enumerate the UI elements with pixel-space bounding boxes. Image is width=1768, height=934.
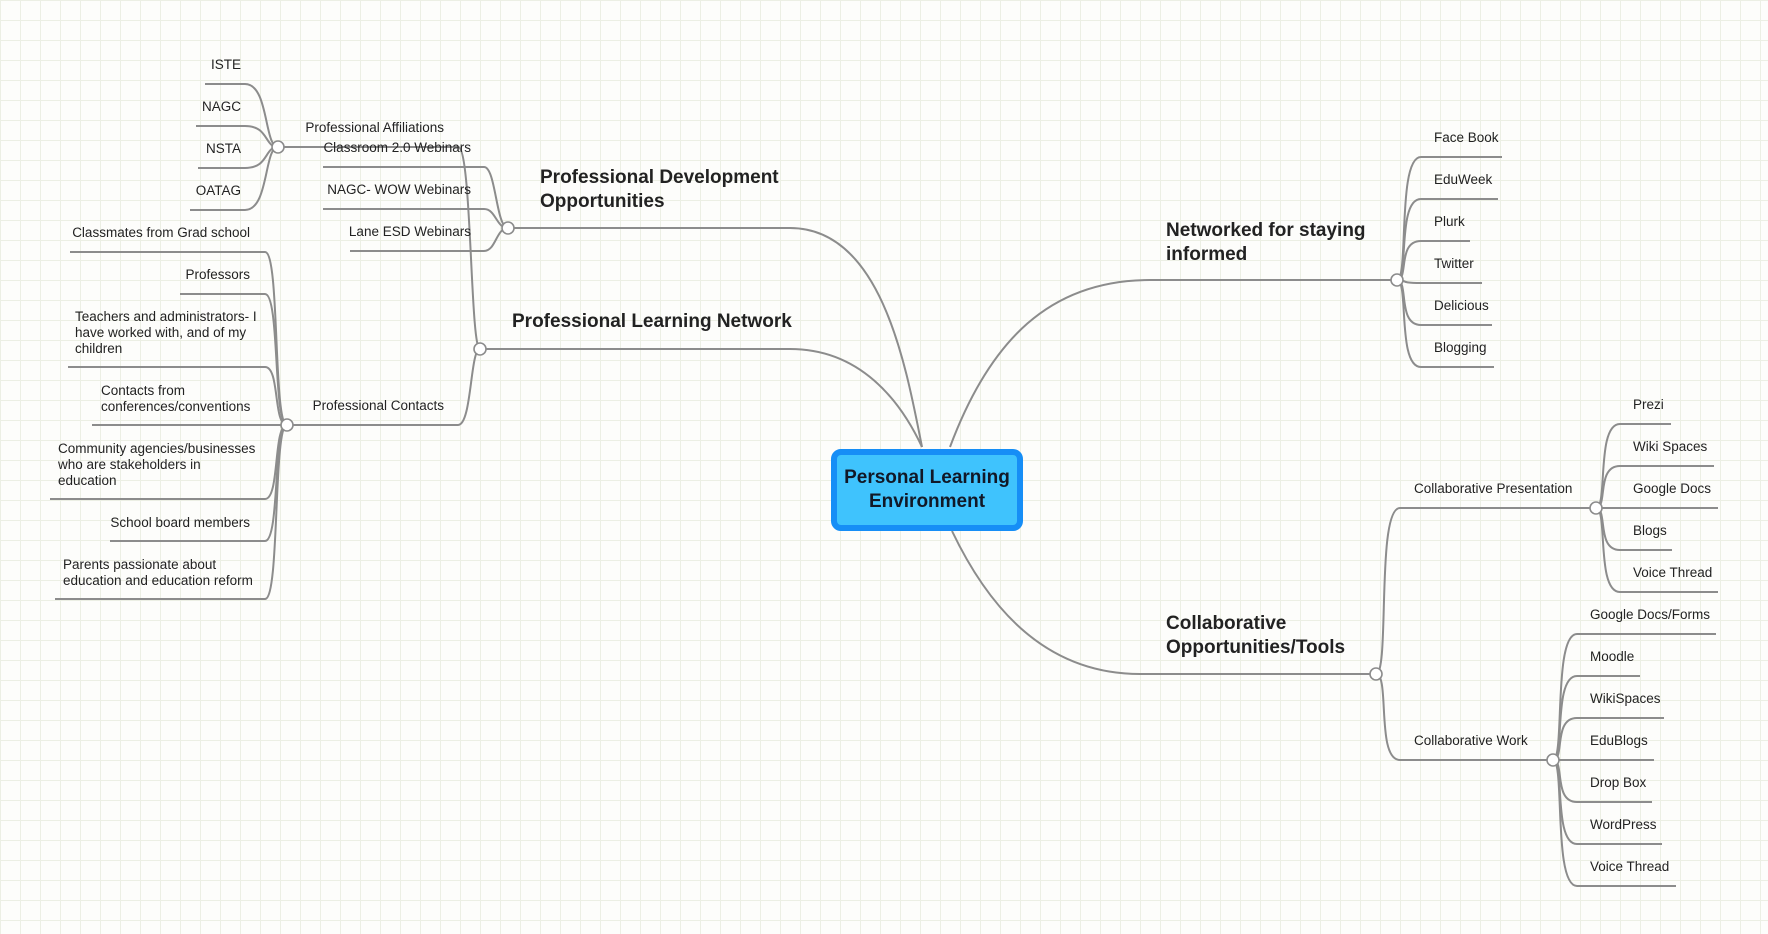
connector-contacts-professors (180, 293, 288, 426)
connector-net-twitter (1396, 279, 1482, 284)
collapse-knob-work[interactable] (1546, 753, 1560, 767)
leaf-school-board[interactable]: School board members (110, 515, 250, 530)
sub-branch-collaborative-work[interactable]: Collaborative Work (1414, 733, 1528, 748)
leaf-wiki-spaces[interactable]: Wiki Spaces (1633, 439, 1708, 454)
collapse-knob-presentation[interactable] (1589, 501, 1603, 515)
collapse-knob-professional-development[interactable] (501, 221, 515, 235)
connector-work-voicethread (1552, 759, 1676, 887)
sub-branch-professional-affiliations[interactable]: Professional Affiliations (305, 120, 444, 135)
collapse-knob-learning-network[interactable] (473, 342, 487, 356)
leaf-facebook[interactable]: Face Book (1434, 130, 1499, 145)
leaf-drop-box[interactable]: Drop Box (1590, 775, 1647, 790)
leaf-voice-thread-presentation[interactable]: Voice Thread (1633, 565, 1713, 580)
leaf-edublogs[interactable]: EduBlogs (1590, 733, 1648, 748)
leaf-parents[interactable]: Parents passionate about education and e… (63, 557, 253, 588)
leaf-classmates[interactable]: Classmates from Grad school (72, 225, 250, 240)
leaf-google-docs-forms[interactable]: Google Docs/Forms (1590, 607, 1711, 622)
connector-root-networked (949, 279, 1397, 448)
collapse-knob-networked[interactable] (1390, 273, 1404, 287)
central-topic-label: Personal Learning Environment (844, 467, 1010, 512)
leaf-google-docs[interactable]: Google Docs (1633, 481, 1712, 496)
leaf-delicious[interactable]: Delicious (1434, 298, 1489, 313)
leaf-moodle[interactable]: Moodle (1590, 649, 1635, 664)
leaf-twitter[interactable]: Twitter (1434, 256, 1474, 271)
leaf-voice-thread-work[interactable]: Voice Thread (1590, 859, 1670, 874)
connector-root-collaborative (951, 530, 1376, 675)
leaf-nagc[interactable]: NAGC (201, 99, 241, 114)
leaf-classroom-webinars[interactable]: Classroom 2.0 Webinars (323, 140, 471, 155)
connector-contacts-parents (55, 424, 288, 600)
leaf-oatag[interactable]: OATAG (195, 183, 241, 198)
leaf-wikispaces[interactable]: WikiSpaces (1590, 691, 1661, 706)
sub-branch-collaborative-presentation[interactable]: Collaborative Presentation (1414, 481, 1573, 496)
branch-professional-learning-network[interactable]: Professional Learning Network (512, 311, 792, 332)
leaf-nagc-wow-webinars[interactable]: NAGC- WOW Webinars (327, 182, 471, 197)
leaf-lane-esd-webinars[interactable]: Lane ESD Webinars (348, 224, 471, 239)
leaf-wordpress[interactable]: WordPress (1590, 817, 1657, 832)
central-topic[interactable]: Personal Learning Environment (831, 449, 1023, 531)
connector-root-learning-network (480, 348, 923, 448)
collapse-knob-collaborative[interactable] (1369, 667, 1383, 681)
leaf-iste[interactable]: ISTE (210, 57, 241, 72)
branch-professional-development[interactable]: Professional Development Opportunities (540, 167, 779, 212)
leaf-eduweek[interactable]: EduWeek (1434, 172, 1493, 187)
collapse-knob-affiliations[interactable] (271, 140, 285, 154)
leaf-teachers-administrators[interactable]: Teachers and administrators- I have work… (75, 309, 257, 356)
collapse-knob-contacts[interactable] (280, 418, 294, 432)
connector-root-professional-development (508, 227, 923, 448)
connector-collab-presentation (1375, 507, 1596, 675)
sub-branch-professional-contacts[interactable]: Professional Contacts (312, 398, 444, 413)
leaf-blogging[interactable]: Blogging (1434, 340, 1487, 355)
leaf-professors[interactable]: Professors (185, 267, 250, 282)
leaf-community-agencies[interactable]: Community agencies/businesses who are st… (58, 441, 256, 488)
leaf-plurk[interactable]: Plurk (1434, 214, 1465, 229)
leaf-prezi[interactable]: Prezi (1633, 397, 1664, 412)
leaf-conference-contacts[interactable]: Contacts from conferences/conventions (101, 383, 251, 414)
leaf-nsta[interactable]: NSTA (205, 141, 241, 156)
branch-networked-informed[interactable]: Networked for staying informed (1166, 220, 1366, 265)
leaf-blogs[interactable]: Blogs (1633, 523, 1667, 538)
branch-collaborative-tools[interactable]: Collaborative Opportunities/Tools (1166, 613, 1346, 658)
connector-pln-affiliations (278, 146, 481, 350)
